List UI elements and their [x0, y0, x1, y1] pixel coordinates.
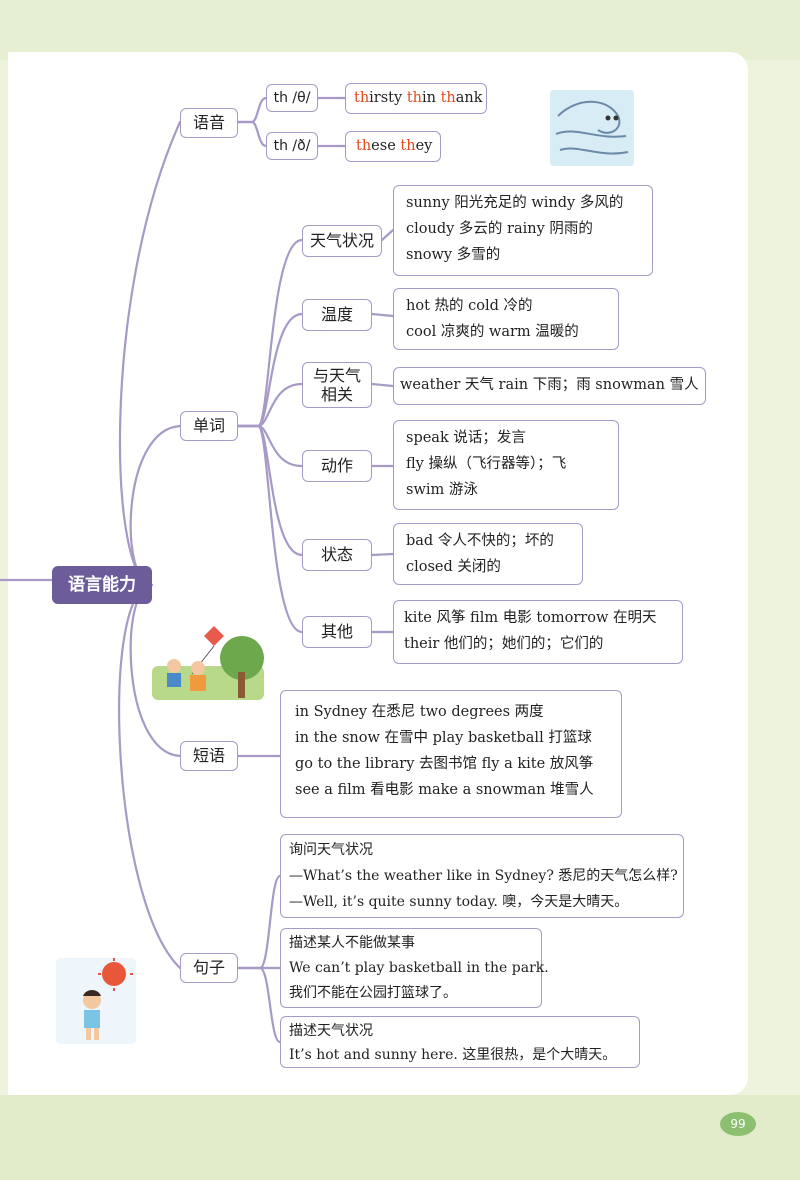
top-band: [0, 0, 800, 60]
phrase-line: in Sydney 在悉尼 two degrees 两度: [295, 704, 544, 720]
word-list-weather-conditions: sunny 阳光充足的 windy 多风的 cloudy 多云的 rainy 阴…: [393, 185, 653, 276]
word-line: cool 凉爽的 warm 温暖的: [406, 324, 579, 340]
highlight: th: [406, 90, 422, 106]
sentence-group-describe-weather: 描述天气状况 It’s hot and sunny here. 这里很热，是个大…: [280, 1016, 640, 1068]
category-words: 单词: [180, 411, 238, 441]
phrase-list: in Sydney 在悉尼 two degrees 两度 in the snow…: [280, 690, 622, 818]
word-line: cloudy 多云的 rainy 阴雨的: [406, 221, 593, 237]
sentence-heading: 描述天气状况: [289, 1023, 373, 1039]
kite-kids-illustration: [152, 626, 264, 700]
phoneme-examples-voiced: these they: [345, 131, 441, 162]
word-line: closed 关闭的: [406, 559, 501, 575]
page-number: 99: [720, 1112, 756, 1136]
phrase-line: see a film 看电影 make a snowman 堆雪人: [295, 782, 594, 798]
word-list-temperature: hot 热的 cold 冷的 cool 凉爽的 warm 温暖的: [393, 288, 619, 350]
word-group-weather-related: 与天气 相关: [302, 362, 372, 408]
word-line: speak 说话；发言: [406, 430, 526, 446]
bottom-band: [0, 1095, 800, 1180]
word-line: their 他们的；她们的；它们的: [404, 636, 604, 652]
sentence-group-ask-weather: 询问天气状况 —What’s the weather like in Sydne…: [280, 834, 684, 918]
word-line: snowy 多雪的: [406, 247, 501, 263]
word-group-states: 状态: [302, 539, 372, 571]
highlight: th: [400, 138, 416, 154]
phrase-line: in the snow 在雪中 play basketball 打篮球: [295, 730, 592, 746]
label-line: 与天气: [312, 365, 361, 385]
category-sentences: 句子: [180, 953, 238, 983]
word-list-others: kite 风筝 film 电影 tomorrow 在明天 their 他们的；她…: [393, 600, 683, 664]
label-line: 相关: [320, 385, 353, 404]
sentence-line: We can’t play basketball in the park.: [289, 960, 549, 976]
highlight: th: [356, 138, 372, 154]
word-list-weather-related: weather 天气 rain 下雨；雨 snowman 雪人: [393, 367, 706, 405]
phoneme-th-voiced: th /ð/: [266, 132, 318, 160]
word-line: kite 风筝 film 电影 tomorrow 在明天: [404, 610, 657, 626]
word-group-temperature: 温度: [302, 299, 372, 331]
word-group-actions: 动作: [302, 450, 372, 482]
wind-illustration: [550, 90, 634, 166]
word-rest: ank: [455, 90, 483, 106]
sentence-line: 我们不能在公园打篮球了。: [289, 985, 457, 1001]
sentence-group-cannot-do: 描述某人不能做某事 We can’t play basketball in th…: [280, 928, 549, 1008]
word-list-actions: speak 说话；发言 fly 操纵（飞行器等）；飞 swim 游泳: [393, 420, 619, 510]
word-list-states: bad 令人不快的；坏的 closed 关闭的: [393, 523, 583, 585]
highlight: th: [440, 90, 456, 106]
word-line: swim 游泳: [406, 482, 478, 498]
hot-sun-illustration: [56, 958, 136, 1044]
word-line: weather 天气 rain 下雨；雨 snowman 雪人: [400, 377, 699, 393]
word-line: sunny 阳光充足的 windy 多风的: [406, 195, 624, 211]
phoneme-examples-voiceless: thirsty thin thank: [345, 83, 487, 114]
sentence-heading: 描述某人不能做某事: [289, 935, 415, 951]
word-rest: ese: [371, 138, 396, 154]
sentence-line: It’s hot and sunny here. 这里很热，是个大晴天。: [289, 1047, 617, 1063]
category-phrases: 短语: [180, 741, 238, 771]
phoneme-th-voiceless: th /θ/: [266, 84, 318, 112]
word-group-others: 其他: [302, 616, 372, 648]
category-pronunciation: 语音: [180, 108, 238, 138]
root-node: 语言能力: [52, 566, 152, 604]
word-line: bad 令人不快的；坏的: [406, 533, 554, 549]
word-line: fly 操纵（飞行器等）；飞: [406, 456, 567, 472]
word-rest: irsty: [369, 90, 403, 106]
word-rest: ey: [415, 138, 433, 154]
word-line: hot 热的 cold 冷的: [406, 298, 533, 314]
word-rest: in: [421, 90, 436, 106]
word-group-weather-conditions: 天气状况: [302, 225, 382, 257]
sentence-heading: 询问天气状况: [289, 842, 373, 858]
sentence-line: —Well, it’s quite sunny today. 噢，今天是大晴天。: [289, 894, 629, 910]
highlight: th: [354, 90, 370, 106]
sentence-line: —What’s the weather like in Sydney? 悉尼的天…: [289, 868, 678, 884]
phrase-line: go to the library 去图书馆 fly a kite 放风筝: [295, 756, 594, 772]
